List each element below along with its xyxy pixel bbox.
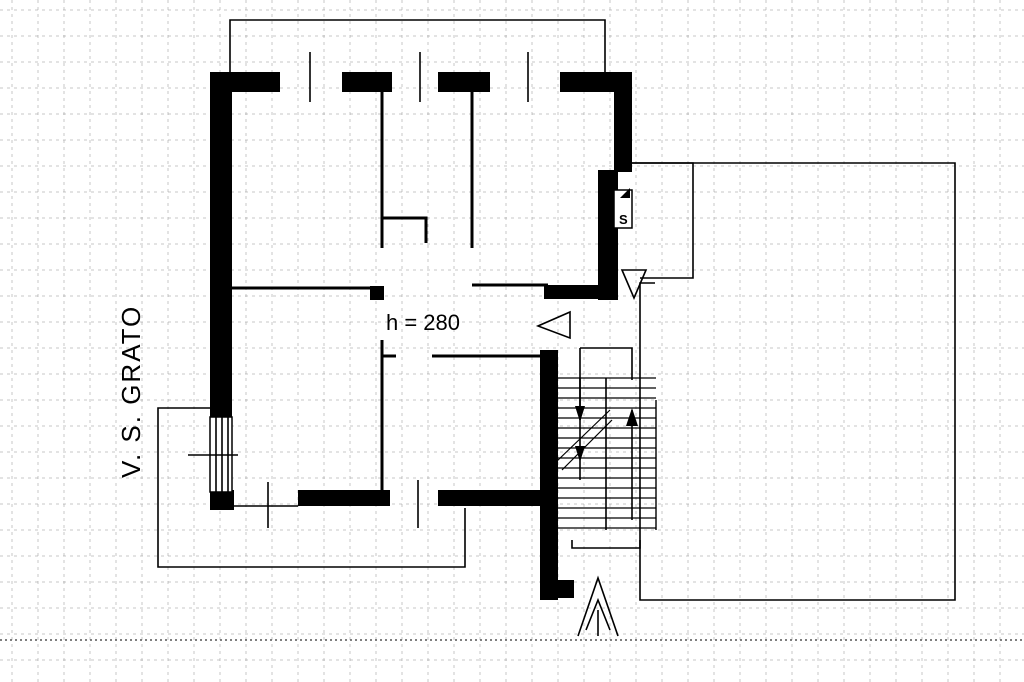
- stair-mark-label: S: [619, 212, 628, 227]
- entry-triangle-right: [620, 269, 648, 301]
- left-balcony-outline: [157, 407, 466, 568]
- stair-mark: S: [613, 188, 633, 229]
- entry-markers: [535, 269, 648, 637]
- staircase: [555, 347, 657, 549]
- terrace-outline: [628, 162, 956, 601]
- north-arrow-icon: [577, 575, 619, 637]
- entry-triangle-left: [535, 310, 571, 340]
- street-label: V. S. GRATO: [116, 305, 146, 478]
- ceiling-height-label: h = 280: [386, 310, 460, 335]
- top-balcony-outline: [229, 19, 606, 78]
- left-window: [188, 416, 238, 493]
- interior-partitions: [232, 92, 552, 507]
- window-ticks: [267, 52, 529, 528]
- exterior-walls: [210, 72, 632, 600]
